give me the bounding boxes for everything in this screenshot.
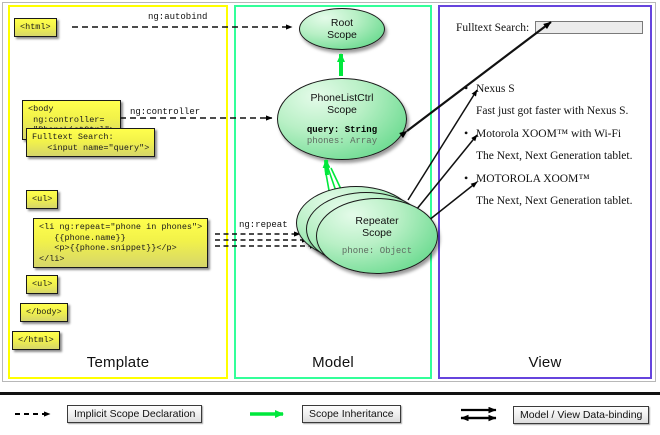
view-item-snippet: The Next, Next Generation tablet. (476, 150, 633, 162)
code-box-html-close: </html> (12, 331, 60, 350)
view-search-row: Fulltext Search: (456, 21, 644, 34)
view-item-name: Motorola XOOM™ with Wi-Fi (462, 127, 644, 141)
connector-label-autobind: ng:autobind (148, 12, 208, 22)
view-search-label: Fulltext Search: (456, 21, 530, 34)
list-item: Motorola XOOM™ with Wi-Fi The Next, Next… (462, 127, 644, 163)
connector-label-controller: ng:controller (130, 107, 201, 117)
legend-label: Scope Inheritance (302, 405, 401, 423)
dashed-arrow-icon (15, 411, 51, 417)
legend-label: Model / View Data-binding (513, 406, 650, 424)
column-label-model: Model (312, 354, 354, 371)
column-view: Fulltext Search: Nexus S Fast just got f… (438, 5, 652, 379)
legend: Implicit Scope Declaration Scope Inherit… (0, 402, 660, 432)
list-item: MOTOROLA XOOM™ The Next, Next Generation… (462, 172, 644, 208)
code-box-html-open: <html> (14, 18, 57, 37)
view-item-snippet: Fast just got faster with Nexus S. (476, 105, 629, 117)
code-box-ul-close: <ul> (26, 275, 59, 294)
code-box-body-close: </body> (20, 303, 68, 322)
view-search-input[interactable] (535, 21, 644, 34)
green-arrow-icon (250, 410, 284, 418)
view-item-name: MOTOROLA XOOM™ (462, 172, 644, 186)
scope-prop-phones: phones: Array (306, 135, 378, 146)
code-box-li-repeat: <li ng:repeat="phone in phones"> {{phone… (33, 218, 209, 268)
view-item-name: Nexus S (462, 82, 644, 96)
legend-item-data-binding: Model / View Data-binding (460, 405, 650, 425)
legend-label: Implicit Scope Declaration (67, 405, 203, 423)
column-label-template: Template (86, 354, 150, 371)
view-content: Fulltext Search: Nexus S Fast just got f… (440, 7, 650, 377)
scope-prop-query: query: String (306, 124, 378, 135)
legend-item-scope-inheritance: Scope Inheritance (249, 405, 401, 423)
view-phone-list: Nexus S Fast just got faster with Nexus … (462, 82, 644, 218)
code-box-ul-open: <ul> (26, 190, 59, 209)
connector-label-repeat: ng:repeat (239, 220, 288, 230)
legend-item-implicit-scope: Implicit Scope Declaration (14, 405, 203, 423)
legend-divider (0, 392, 660, 395)
column-label-view: View (528, 354, 562, 371)
scope-prop-phone: phone: Object (341, 246, 413, 256)
double-arrow-icon (460, 406, 497, 422)
list-item: Nexus S Fast just got faster with Nexus … (462, 82, 644, 118)
view-item-snippet: The Next, Next Generation tablet. (476, 195, 633, 207)
code-box-search: Fulltext Search: <input name="query"> (26, 128, 156, 157)
